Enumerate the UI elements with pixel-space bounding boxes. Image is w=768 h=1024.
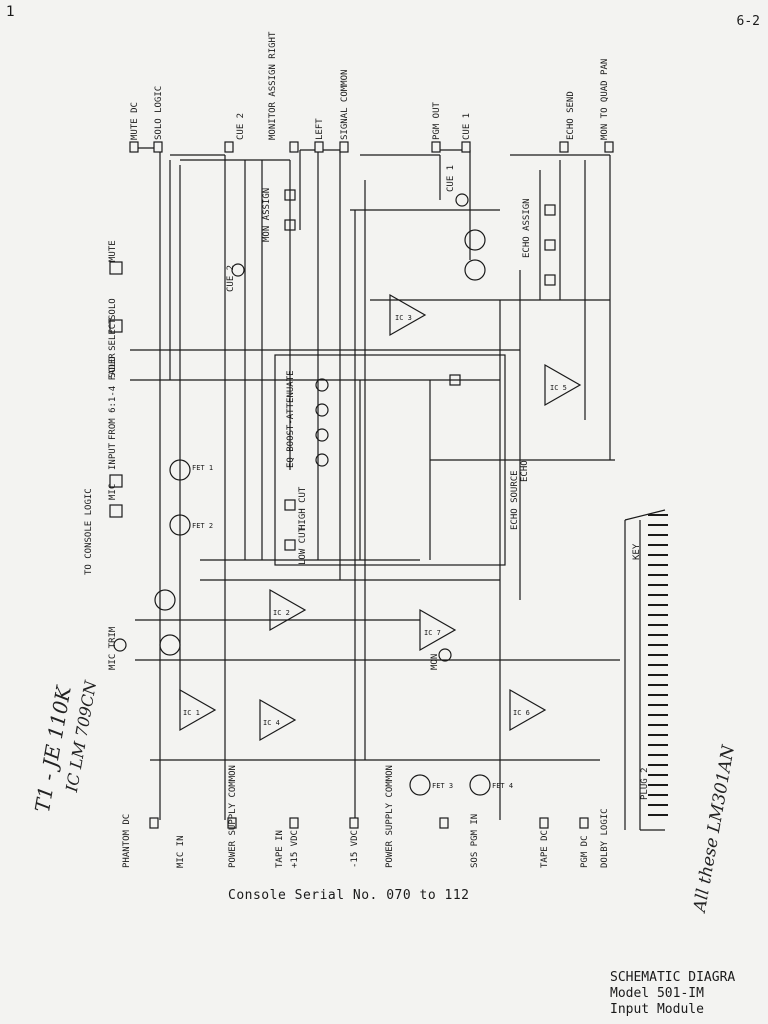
label-pgm-out: PGM OUT [432,102,442,140]
page-corner-number: 1 [6,4,15,20]
title-line-1: SCHEMATIC DIAGRA [610,970,736,985]
label-high-cut: HIGH CUT [298,486,308,530]
label-tape-in: TAPE IN [275,830,285,868]
page-number: 6-2 [736,14,760,29]
label-cue-2-out: CUE 2 [236,112,246,140]
label-low-cut: LOW CUT [298,527,308,565]
label-left: LEFT [315,118,325,140]
label-echo-send: ECHO SEND [566,91,576,140]
label-eq-boost-attenuate: EQ BOOST-ATTENUATE [286,370,296,468]
label-input-switch: INPUT [108,442,118,470]
label-mute-dc: MUTE DC [130,102,140,140]
label-mute-switch: MUTE [108,240,118,262]
title-line-2: Model 501-IM [610,986,704,1001]
title-block: SCHEMATIC DIAGRA Model 501-IM Input Modu… [610,970,735,1018]
label-monitor-assign-right: MONITOR ASSIGN RIGHT [268,31,278,140]
svg-text:IC 5: IC 5 [550,384,567,392]
serial-note: Console Serial No. 070 to 112 [228,888,470,903]
svg-text:FET 4: FET 4 [492,782,513,790]
label-solo-logic: SOLO LOGIC [154,85,164,140]
label-mic-in: MIC IN [176,835,186,868]
svg-text:IC 2: IC 2 [273,609,290,617]
label-key: KEY [632,543,642,560]
label-power-supply-common-2: POWER SUPPLY COMMON [385,765,395,868]
svg-text:FET 1: FET 1 [192,464,213,472]
svg-text:FET 3: FET 3 [432,782,453,790]
label-pgm-dc: PGM DC [580,835,590,868]
title-line-3: Input Module [610,1002,704,1017]
label-mic-trim: MIC TRIM [108,626,118,670]
label-power-supply-common-1: POWER SUPPLY COMMON [228,765,238,868]
label-plus-15-vdc: +15 VDC [290,830,300,868]
svg-text:IC 1: IC 1 [183,709,200,717]
label-echo-pot: ECHO [520,460,530,482]
label-plug-2: PLUG 2 [640,767,650,800]
svg-text:IC 3: IC 3 [395,314,412,322]
label-cue-1-out: CUE 1 [462,112,472,140]
label-tape-dc: TAPE DC [540,830,550,868]
svg-text:IC 7: IC 7 [424,629,441,637]
label-from-fader: FROM 6:1-4 FADER [108,353,118,440]
label-signal-common: SIGNAL COMMON [340,69,350,140]
label-echo-assign: ECHO ASSIGN [522,198,532,258]
label-solo-switch: SOLO [108,298,118,320]
label-mon-to-quad-pan: MON TO QUAD PAN [600,58,610,140]
label-mon-pot: MON [430,653,440,670]
label-phantom-dc: PHANTOM DC [122,813,132,868]
label-dolby-logic: DOLBY LOGIC [600,808,610,868]
label-echo-source: ECHO SOURCE [510,470,520,530]
label-sos-pgm-in: SOS PGM IN [470,813,480,868]
svg-text:IC 4: IC 4 [263,719,280,727]
label-cue-1-pot: CUE 1 [446,164,456,192]
label-mon-assign: MON ASSIGN [262,187,272,242]
label-to-console-logic: TO CONSOLE LOGIC [84,488,94,575]
svg-text:FET 2: FET 2 [192,522,213,530]
label-cue-2-pot: CUE 2 [226,264,236,292]
label-minus-15-vdc: -15 VDC [350,830,360,868]
label-mic-switch: MIC [108,483,118,500]
svg-text:IC 6: IC 6 [513,709,530,717]
